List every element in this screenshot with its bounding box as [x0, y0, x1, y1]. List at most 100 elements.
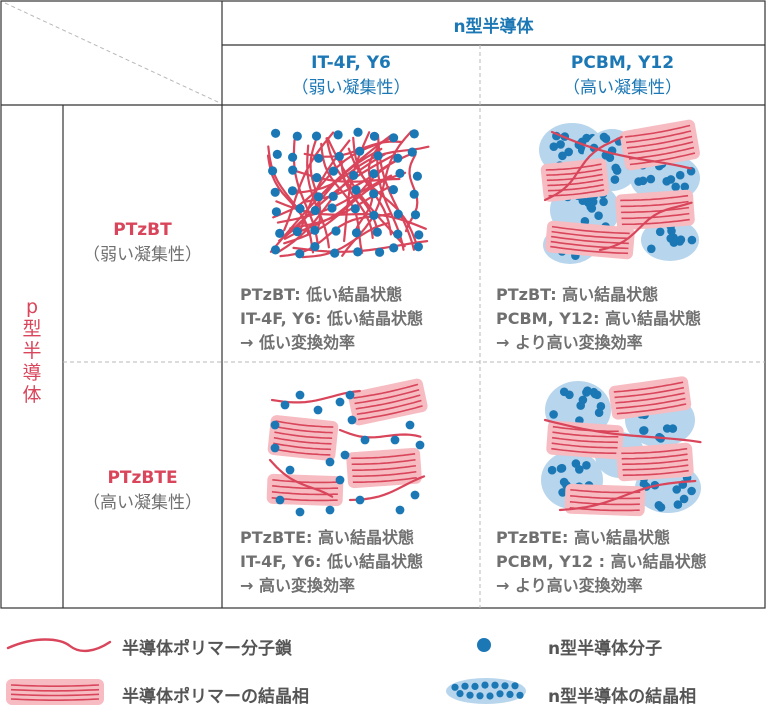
n-molecule	[654, 501, 664, 510]
n-molecule	[601, 134, 611, 143]
polymer-crystal-line	[275, 420, 334, 428]
polymer-crystal-line	[551, 230, 630, 240]
n-molecule	[312, 173, 322, 183]
polymer-crystal-line	[551, 235, 629, 245]
n-molecule	[409, 189, 419, 199]
n-type-header: n型半導体	[453, 17, 534, 37]
polymer-crystal-line	[353, 383, 419, 399]
n-molecule	[314, 153, 324, 163]
cell-caption-r2c2: PTzBTE: 高い結晶状態 PCBM, Y12 : 高い結晶状態 → より高い…	[496, 526, 707, 598]
polymer-crystal-line	[352, 470, 417, 478]
polymer-crystal-line	[622, 458, 689, 466]
n-molecule	[564, 147, 573, 157]
polymer-crystal-line	[351, 458, 416, 466]
table-border	[0, 0, 766, 609]
polymer-crystal	[615, 189, 695, 231]
n-molecule	[634, 177, 643, 186]
polymer-chain	[295, 145, 430, 194]
n-molecule	[292, 227, 302, 237]
polymer-crystal-line	[352, 476, 417, 484]
n-molecule	[412, 171, 422, 181]
polymer-crystal-line	[273, 442, 332, 451]
polymer-crystal-line	[621, 212, 690, 220]
polymer-chain	[598, 201, 693, 252]
polymer-crystal-line	[616, 397, 686, 410]
n-molecule	[673, 500, 683, 509]
polymer-crystal-line	[272, 448, 331, 456]
n-molecule	[405, 420, 415, 430]
polymer-crystal-line	[10, 693, 100, 697]
polymer-chain	[269, 135, 391, 253]
n-molecule	[353, 127, 363, 137]
polymer-crystal-line	[546, 168, 603, 176]
n-molecule	[331, 226, 341, 236]
n-molecule	[413, 242, 423, 252]
caption-line: PCBM, Y12: 高い結晶状態	[496, 309, 702, 328]
n-molecule	[313, 192, 324, 202]
caption-line: → より高い変換効率	[496, 333, 643, 352]
p-type-header: p 型 半 導 体	[1, 296, 63, 406]
legend-molecule-dot	[477, 638, 491, 652]
polymer-chain	[550, 130, 693, 170]
n-molecule	[393, 229, 403, 239]
polymer-crystal-line	[356, 399, 422, 416]
n-molecule	[270, 443, 280, 453]
n-molecule	[481, 681, 489, 689]
n-molecule	[559, 387, 569, 397]
n-molecule	[410, 210, 421, 220]
n-molecule	[310, 242, 320, 252]
n-molecule	[268, 166, 278, 176]
polymer-crystal-line	[354, 388, 420, 405]
legend-label-molecule: n型半導体分子	[548, 639, 663, 659]
corner-diagonal	[4, 2, 221, 104]
n-molecule	[409, 129, 419, 139]
n-molecule	[375, 247, 385, 257]
p-type-char: 型	[22, 318, 42, 340]
caption-line: → 低い変換効率	[240, 333, 355, 352]
n-molecule	[351, 228, 362, 238]
n-molecule	[280, 400, 290, 410]
n-molecule	[587, 204, 597, 213]
caption-line: PCBM, Y12 : 高い結晶状態	[496, 552, 707, 571]
polymer-crystal	[540, 158, 610, 202]
column-header-pcbm: PCBM, Y12 （高い凝集性）	[480, 53, 765, 98]
n-molecule	[687, 486, 696, 496]
n-molecule	[395, 168, 405, 178]
caption-line: PTzBTE: 高い結晶状態	[240, 528, 414, 547]
polymer-crystal-line	[550, 245, 629, 255]
n-molecule	[327, 203, 337, 213]
n-molecule	[360, 435, 370, 445]
row-subtitle: （高い凝集性）	[83, 493, 202, 513]
n-molecule	[556, 464, 566, 473]
polymer-chain	[301, 222, 390, 259]
n-molecule	[295, 249, 305, 259]
caption-line: PTzBT: 高い結晶状態	[496, 285, 659, 304]
n-molecule	[668, 424, 678, 433]
polymer-crystal	[6, 679, 104, 705]
polymer-crystal-line	[614, 386, 685, 399]
n-molecule	[451, 683, 459, 691]
polymer-crystal-line	[622, 469, 689, 477]
polymer-crystal-line	[621, 447, 688, 455]
row-header-ptzbte: PTzBTE （高い凝集性）	[63, 468, 222, 513]
n-molecule	[393, 209, 403, 219]
n-molecule	[556, 140, 565, 149]
polymer-chain	[306, 144, 330, 249]
n-molecule	[288, 152, 298, 162]
polymer-crystal-line	[551, 442, 618, 449]
cell-caption-r1c1: PTzBT: 低い結晶状態 IT-4F, Y6: 低い結晶状態 → 低い変換効率	[240, 283, 423, 355]
polymer-chain	[268, 458, 334, 498]
polymer-crystal-line	[620, 200, 689, 208]
p-type-char: 導	[22, 362, 42, 384]
column-title: PCBM, Y12	[570, 53, 675, 73]
table-grid	[0, 0, 766, 609]
polymer-crystal-line	[274, 431, 333, 440]
polymer-crystal-line	[547, 184, 604, 192]
cell-caption-r1c2: PTzBT: 高い結晶状態 PCBM, Y12: 高い結晶状態 → より高い変換…	[496, 283, 701, 355]
n-molecule	[395, 505, 405, 515]
n-molecule	[275, 228, 285, 238]
polymer-crystal	[346, 447, 422, 489]
n-molecule	[355, 495, 365, 505]
polymer-crystal-line	[548, 189, 605, 197]
n-molecule	[407, 147, 417, 157]
